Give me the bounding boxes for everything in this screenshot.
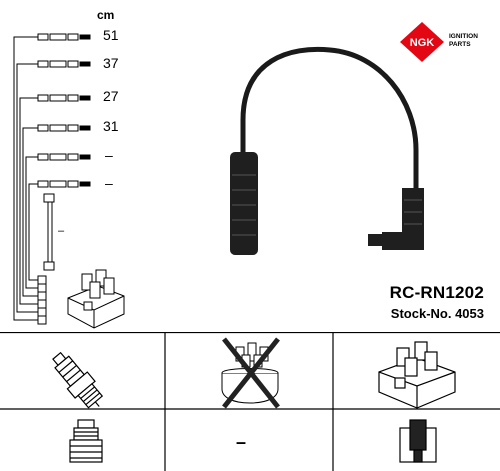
stock-number: Stock-No. 4053 — [390, 306, 484, 321]
cable-line-3 — [19, 97, 40, 305]
left-boot — [230, 152, 258, 255]
compatibility-grid — [0, 332, 500, 471]
cable-length-2: 37 — [103, 55, 119, 71]
distributor-cap-crossed-icon — [221, 337, 280, 409]
coil-wire-length: – — [58, 225, 65, 237]
connector-row-2 — [37, 60, 91, 68]
cable-set-diagram — [13, 33, 125, 329]
cable-line-1 — [13, 36, 40, 321]
connector-row-1 — [37, 33, 91, 41]
product-code: RC-RN1202 — [389, 283, 484, 302]
unit-label: cm — [97, 8, 115, 22]
cable-length-6: – — [105, 175, 113, 191]
connector-row-5 — [37, 153, 91, 161]
distributor-cap-dash: – — [236, 432, 247, 452]
cable-line-6 — [28, 183, 40, 281]
cable-length-5: – — [105, 147, 113, 163]
cable-length-4: 31 — [103, 118, 119, 134]
connector-row-4 — [37, 124, 91, 132]
ignition-cable-illustration — [230, 46, 424, 255]
cable-length-3: 27 — [103, 88, 119, 104]
right-angled-boot — [382, 188, 424, 250]
logo-text: NGK — [410, 37, 435, 49]
brand-tagline-2: PARTS — [449, 41, 471, 48]
brand-tagline-1: IGNITION — [449, 33, 478, 40]
ngk-logo-icon: NGK — [400, 22, 444, 62]
coil-terminal-icon — [399, 419, 437, 463]
cable-line-4 — [22, 127, 40, 297]
plug-connector-icon — [69, 419, 103, 463]
cable-line-2 — [16, 63, 40, 313]
coil-pack-small-icon — [67, 269, 125, 329]
spark-plug-icon — [52, 351, 104, 409]
cable-length-1: 51 — [103, 27, 119, 43]
connector-row-6 — [37, 180, 91, 188]
connector-row-3 — [37, 94, 91, 102]
coil-pack-icon — [378, 341, 456, 409]
cable-line-5 — [25, 156, 40, 289]
